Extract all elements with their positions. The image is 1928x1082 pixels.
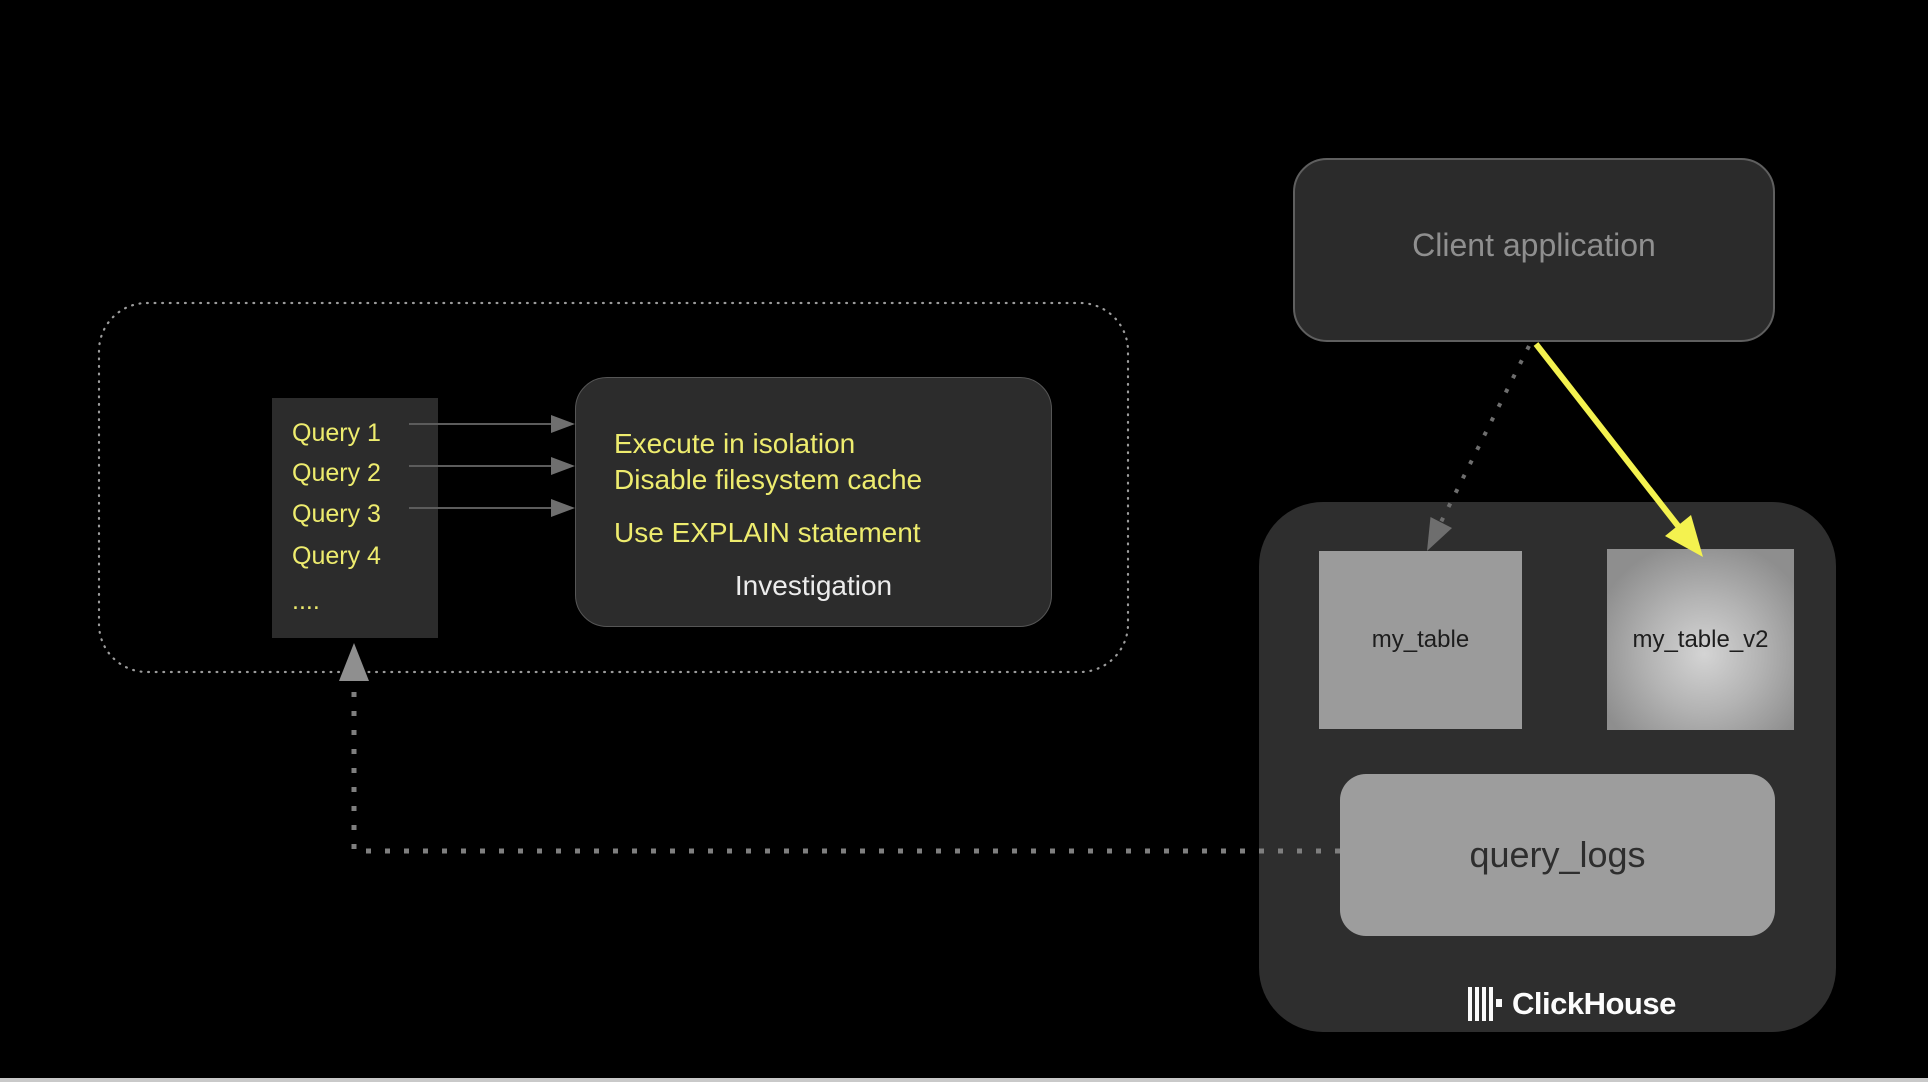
query-logs-label: query_logs xyxy=(1469,834,1646,875)
investigation-technique-1: Execute in isolation xyxy=(614,428,856,459)
investigation-caption: Investigation xyxy=(734,570,893,601)
my-table-box: my_table xyxy=(1319,551,1522,729)
query-arrow-3-head xyxy=(551,499,575,517)
logs-feedback-line xyxy=(351,684,1340,854)
investigation-box: Execute in isolation Disable filesystem … xyxy=(575,377,1052,627)
query-arrow-2-head xyxy=(551,457,575,475)
clickhouse-brand-label: ClickHouse xyxy=(1512,986,1676,1021)
investigation-technique-3: Use EXPLAIN statement xyxy=(614,517,921,548)
query-list-box: Query 1 Query 2 Query 3 Query 4 .... xyxy=(272,398,438,638)
my-table-label: my_table xyxy=(1371,626,1470,653)
clickhouse-logo-icon xyxy=(1468,987,1502,1021)
query-item-2: Query 2 xyxy=(292,459,381,487)
client-application-label: Client application xyxy=(1412,226,1656,263)
clickhouse-container: my_table my_table_v2 query_logs ClickHou… xyxy=(1259,502,1836,1032)
query-item-1: Query 1 xyxy=(292,419,381,447)
query-item-4: Query 4 xyxy=(292,542,381,570)
query-item-ellipsis: .... xyxy=(292,587,320,615)
clickhouse-brand: ClickHouse xyxy=(1468,987,1676,1021)
client-application-box: Client application xyxy=(1293,158,1775,342)
my-table-v2-box: my_table_v2 xyxy=(1607,549,1794,730)
query-arrow-1-head xyxy=(551,415,575,433)
client-to-mytable-line xyxy=(1439,345,1531,523)
logs-feedback-dotted-arrow xyxy=(339,643,1340,854)
query-logs-box: query_logs xyxy=(1340,774,1775,936)
investigation-technique-2: Disable filesystem cache xyxy=(614,464,923,495)
window-bottom-edge xyxy=(0,1078,1928,1082)
my-table-v2-label: my_table_v2 xyxy=(1632,625,1769,653)
logs-feedback-arrowhead xyxy=(339,643,369,681)
query-item-3: Query 3 xyxy=(292,500,381,528)
